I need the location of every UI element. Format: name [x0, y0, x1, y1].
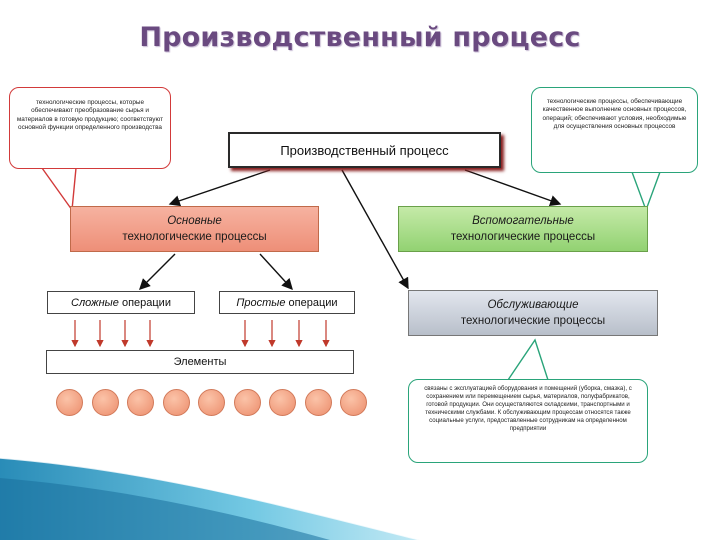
- simple-operations-box: Простые операции: [219, 291, 355, 314]
- service-processes-subtitle: технологические процессы: [460, 315, 606, 327]
- service-processes-box: Обслуживающие технологические процессы: [408, 290, 658, 336]
- element-circles: [56, 389, 367, 419]
- element-circle: [198, 389, 225, 416]
- auxiliary-processes-subtitle: технологические процессы: [450, 231, 596, 243]
- main-process-box: Производственный процесс: [228, 132, 501, 168]
- basic-processes-subtitle: технологические процессы: [122, 231, 267, 243]
- arrow-to-auxiliary: [464, 169, 562, 206]
- callout-left-pointer: [41, 167, 77, 212]
- element-circle: [162, 389, 190, 416]
- element-circle: [127, 389, 154, 416]
- element-circle: [269, 389, 296, 416]
- page-title: Производственный процесс: [139, 22, 581, 53]
- arrow-to-complex: [139, 253, 176, 290]
- arrow-to-basic: [168, 169, 271, 207]
- callout-service-description: связаны с эксплуатацией оборудования и п…: [408, 379, 648, 463]
- elements-box: Элементы: [46, 350, 354, 374]
- basic-processes-box: Основные технологические процессы: [70, 206, 319, 252]
- callout-bottom-pointer: [507, 338, 549, 381]
- simple-operations-word: Простые: [236, 296, 286, 309]
- callout-basic-description: технологические процессы, которые обеспе…: [9, 87, 171, 169]
- element-circle: [91, 389, 119, 416]
- simple-operations-rest: операции: [285, 296, 338, 309]
- element-circle: [340, 389, 367, 416]
- element-circle: [304, 389, 332, 416]
- callout-auxiliary-description: технологические процессы, обеспечивающие…: [531, 87, 698, 173]
- basic-processes-title: Основные: [167, 215, 222, 227]
- complex-operations-rest: операции: [118, 296, 171, 309]
- arrow-to-service: [341, 169, 409, 290]
- service-processes-title: Обслуживающие: [487, 299, 579, 311]
- arrow-to-simple: [259, 253, 293, 291]
- complex-operations-word: Сложные: [71, 296, 119, 309]
- element-circle: [233, 389, 261, 416]
- callout-right-pointer: [631, 171, 661, 213]
- auxiliary-processes-box: Вспомогательные технологические процессы: [398, 206, 648, 252]
- auxiliary-processes-title: Вспомогательные: [472, 215, 574, 227]
- complex-operations-box: Сложные операции: [47, 291, 195, 314]
- element-circle: [56, 389, 83, 416]
